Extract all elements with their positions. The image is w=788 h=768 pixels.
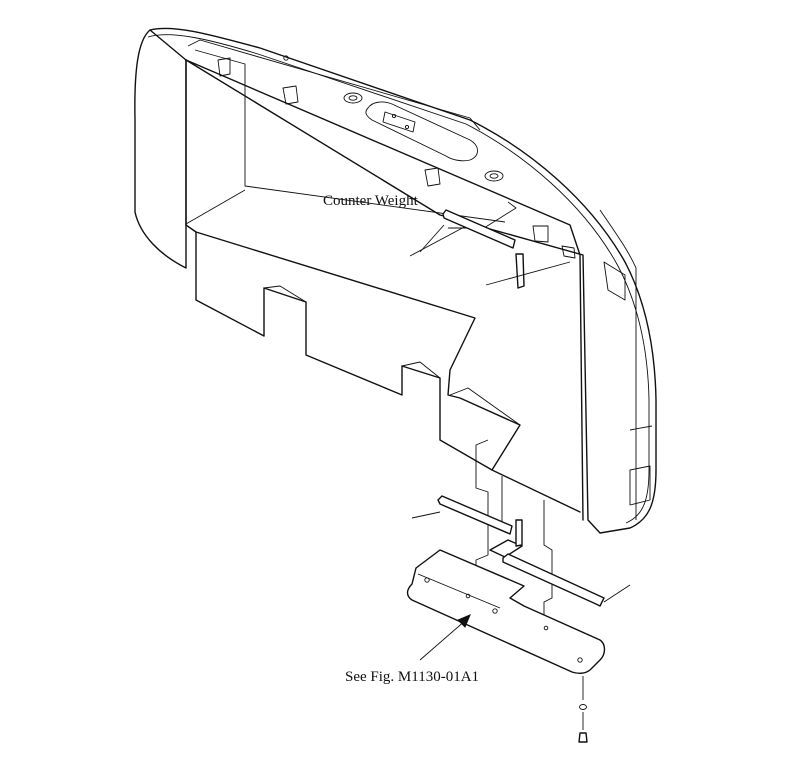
- fasteners: [578, 676, 588, 743]
- see-fig-reference-label: See Fig. M1130-01A1: [345, 669, 480, 685]
- top-rail-details: [187, 39, 576, 259]
- lower-strap-left: [411, 495, 513, 535]
- counter-weight-body: [134, 27, 657, 534]
- reference-arrow: [419, 614, 471, 661]
- lower-strap-right: [502, 553, 631, 607]
- upper-tab: [485, 253, 571, 289]
- counter-weight-label: Counter Weight: [323, 193, 418, 209]
- bottom-plate: [406, 549, 606, 675]
- upper-strap: [419, 209, 516, 253]
- counter-weight-leader: [409, 201, 517, 257]
- lower-block: [489, 519, 523, 558]
- counter-weight-back-panel: [185, 49, 584, 521]
